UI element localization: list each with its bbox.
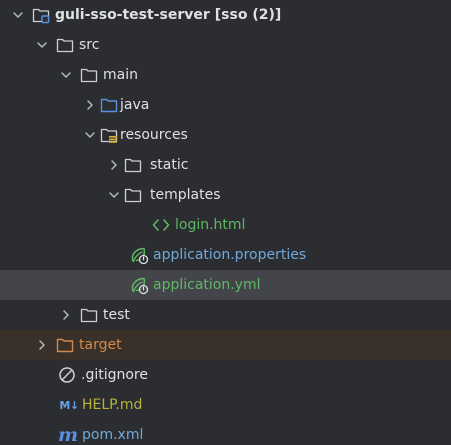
item-label: .gitignore	[81, 367, 148, 383]
spring-config-icon	[130, 246, 149, 265]
markdown-file-icon: M↓	[59, 398, 79, 412]
chevron-right-icon[interactable]	[34, 337, 50, 353]
tree-item-login-html[interactable]: login.html	[0, 210, 451, 240]
item-label: java	[120, 97, 150, 113]
chevron-down-icon[interactable]	[58, 67, 74, 83]
tree-item-root[interactable]: guli-sso-test-server [sso (2)]	[0, 0, 451, 30]
root-name: guli-sso-test-server	[55, 7, 210, 23]
tree-item-resources[interactable]: resources	[0, 120, 451, 150]
tree-item-templates[interactable]: templates	[0, 180, 451, 210]
html-file-icon	[152, 216, 170, 234]
folder-icon	[80, 66, 98, 84]
tree-item-src[interactable]: src	[0, 30, 451, 60]
tree-item-java[interactable]: java	[0, 90, 451, 120]
tree-item-application-yml[interactable]: application.yml	[0, 270, 451, 300]
item-label: login.html	[175, 217, 246, 233]
item-label: target	[79, 337, 122, 353]
chevron-right-icon[interactable]	[58, 307, 74, 323]
item-label: static	[150, 157, 189, 173]
resources-folder-icon	[100, 126, 118, 144]
tree-item-main[interactable]: main	[0, 60, 451, 90]
source-folder-icon	[100, 96, 118, 114]
folder-icon	[124, 156, 142, 174]
module-folder-icon	[32, 6, 50, 24]
item-label: HELP.md	[82, 397, 143, 413]
tree-item-target[interactable]: target	[0, 330, 451, 360]
item-label: templates	[150, 187, 221, 203]
tree-item-test[interactable]: test	[0, 300, 451, 330]
item-label: main	[103, 67, 138, 83]
chevron-down-icon[interactable]	[106, 187, 122, 203]
tree-item-application-properties[interactable]: application.properties	[0, 240, 451, 270]
chevron-right-icon[interactable]	[82, 97, 98, 113]
chevron-right-icon[interactable]	[106, 157, 122, 173]
root-module: [sso (2)]	[214, 7, 282, 23]
chevron-down-icon[interactable]	[34, 37, 50, 53]
folder-icon	[56, 36, 74, 54]
item-label: application.yml	[153, 277, 261, 293]
ignore-file-icon	[58, 366, 76, 384]
folder-icon	[124, 186, 142, 204]
chevron-down-icon[interactable]	[10, 7, 26, 23]
excluded-folder-icon	[56, 336, 74, 354]
folder-icon	[80, 306, 98, 324]
tree-item-gitignore[interactable]: .gitignore	[0, 360, 451, 390]
spring-config-icon	[130, 276, 149, 295]
tree-item-static[interactable]: static	[0, 150, 451, 180]
item-label: application.properties	[153, 247, 307, 263]
item-label: src	[79, 37, 100, 53]
item-label: resources	[120, 127, 188, 143]
tree-item-help-md[interactable]: M↓ HELP.md	[0, 390, 451, 420]
maven-pom-icon: m	[57, 424, 79, 445]
chevron-down-icon[interactable]	[82, 127, 98, 143]
tree-item-pom-xml[interactable]: m pom.xml	[0, 420, 451, 445]
item-label: test	[103, 307, 130, 323]
item-label: pom.xml	[82, 427, 144, 443]
